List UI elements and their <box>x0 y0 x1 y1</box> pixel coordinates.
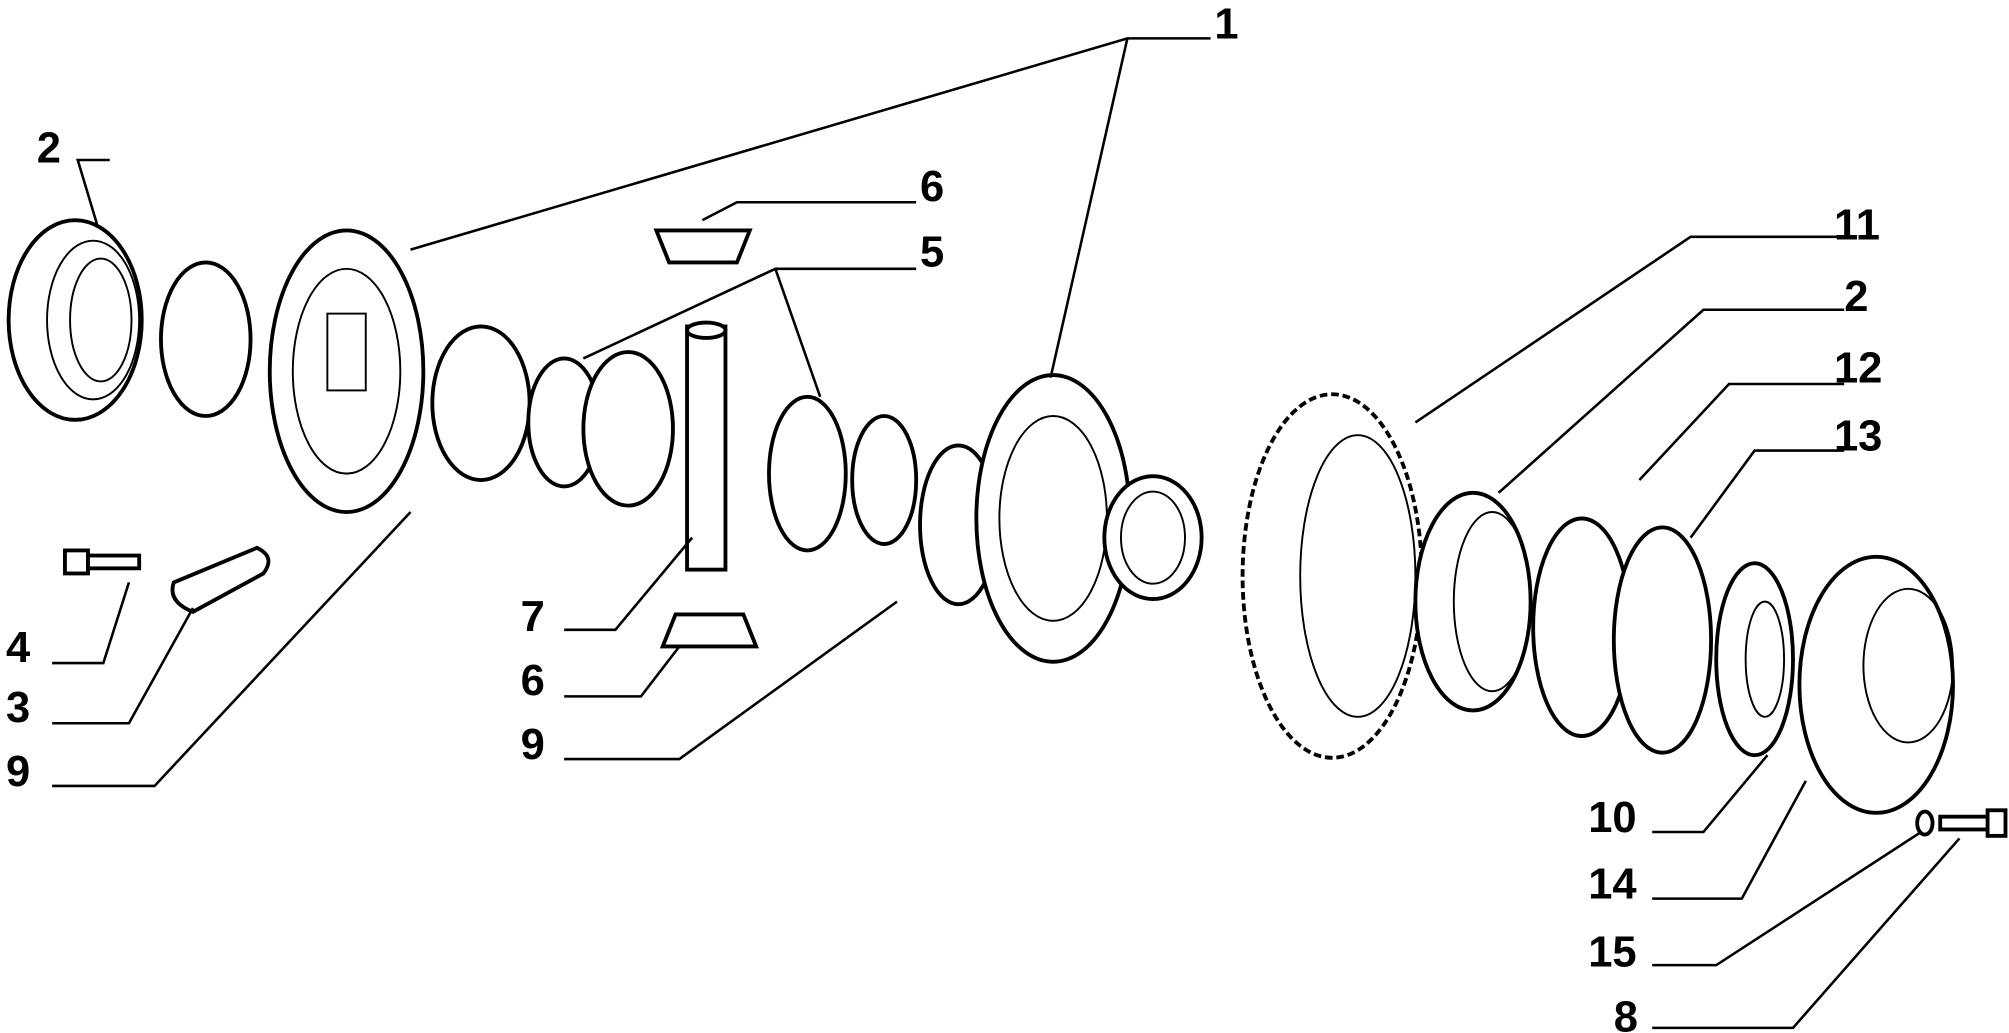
callout-1: 1 <box>1214 0 1238 48</box>
side-gear-top <box>653 228 753 265</box>
callout-14: 14 <box>1588 861 1636 909</box>
callout-15: 15 <box>1588 928 1636 976</box>
ring-gear <box>1240 392 1424 760</box>
washer-15 <box>1915 809 1935 837</box>
callout-4: 4 <box>6 624 30 672</box>
callout-13: 13 <box>1834 413 1882 461</box>
callout-7: 7 <box>521 593 545 641</box>
side-gear-bottom <box>659 612 760 649</box>
planet-gear-right <box>767 394 919 553</box>
callout-9-left: 9 <box>6 748 30 796</box>
callout-8: 8 <box>1614 994 1638 1033</box>
callout-10: 10 <box>1588 794 1636 842</box>
bolt-4 <box>63 548 142 576</box>
leader-lines <box>52 37 1961 1030</box>
differential-housing-right <box>974 373 1204 664</box>
planet-gear-left <box>526 350 675 508</box>
callout-2-left: 2 <box>37 125 61 173</box>
bearing-cover <box>1797 554 1955 815</box>
differential-housing-left <box>159 228 426 514</box>
bearing-left <box>6 218 144 422</box>
callout-3: 3 <box>6 684 30 732</box>
callout-6-top: 6 <box>920 163 944 211</box>
callout-12: 12 <box>1834 345 1882 393</box>
ring-13 <box>1611 525 1714 755</box>
pin-shaft <box>685 320 728 572</box>
bolt-8 <box>1938 808 2008 838</box>
callout-6-bottom: 6 <box>521 657 545 705</box>
callout-2-right: 2 <box>1844 273 1868 321</box>
callout-5: 5 <box>920 228 944 276</box>
callout-9-middle: 9 <box>521 721 545 769</box>
oil-seal-plate <box>1714 561 1795 758</box>
shim-ring-left <box>430 324 532 482</box>
callout-11: 11 <box>1834 201 1880 249</box>
bearing-right <box>1413 490 1533 713</box>
lock-plate-3 <box>170 545 271 614</box>
